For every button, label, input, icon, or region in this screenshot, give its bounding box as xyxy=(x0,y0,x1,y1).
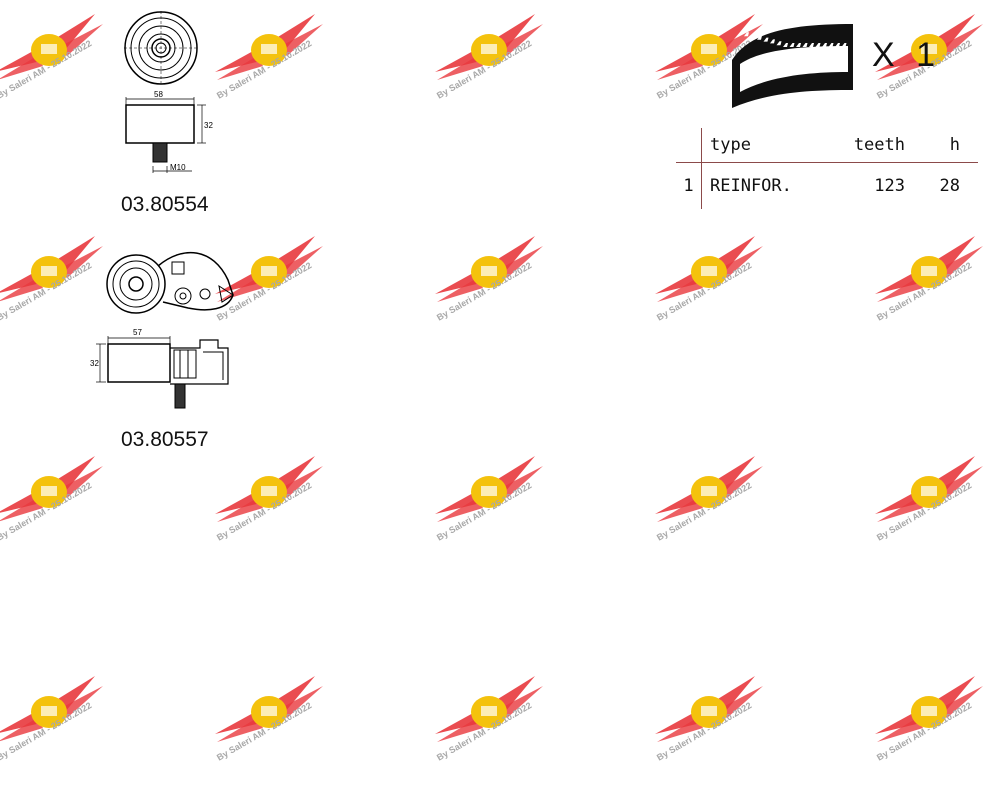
part-number-1: 03.80554 xyxy=(121,193,209,216)
winged-badge-icon xyxy=(0,236,103,302)
timing-belt-image xyxy=(732,24,853,108)
watermark-logo: By Saleri AM - 25.10.2022 xyxy=(435,10,565,130)
watermark-logo: By Saleri AM - 25.10.2022 xyxy=(655,452,785,572)
idler-pulley-drawing: 58 32 M10 xyxy=(124,11,213,173)
winged-badge-icon xyxy=(655,456,763,522)
winged-badge-icon xyxy=(875,676,983,742)
winged-badge-icon xyxy=(435,456,543,522)
watermark-logo: By Saleri AM - 25.10.2022 xyxy=(655,232,785,352)
table-header-row: type teeth h xyxy=(676,128,978,163)
row-index: 1 xyxy=(676,162,702,209)
winged-badge-icon xyxy=(215,456,323,522)
header-h: h xyxy=(905,128,978,163)
table-row: 1 REINFOR. 123 28 xyxy=(676,162,978,209)
winged-badge-icon xyxy=(875,14,983,80)
quantity-label: X 1 xyxy=(872,36,942,74)
dim-height: 32 xyxy=(204,121,213,130)
winged-badge-icon xyxy=(875,456,983,522)
watermark-logo: By Saleri AM - 25.10.2022 xyxy=(215,672,345,792)
watermark-logo: By Saleri AM - 25.10.2022 xyxy=(875,10,999,130)
watermark-logo: By Saleri AM - 25.10.2022 xyxy=(875,452,999,572)
tensioner-drawing: 57 32 xyxy=(90,251,234,409)
watermark-logo: By Saleri AM - 25.10.2022 xyxy=(435,672,565,792)
winged-badge-icon xyxy=(655,236,763,302)
winged-badge-icon xyxy=(215,676,323,742)
watermark-logo: By Saleri AM - 25.10.2022 xyxy=(655,672,785,792)
watermark-logo: By Saleri AM - 25.10.2022 xyxy=(0,232,125,352)
row-h: 28 xyxy=(939,176,960,196)
header-index xyxy=(676,128,702,163)
winged-badge-icon xyxy=(435,676,543,742)
watermark-logo: By Saleri AM - 25.10.2022 xyxy=(0,672,125,792)
winged-badge-icon xyxy=(655,676,763,742)
watermark-logo: By Saleri AM - 25.10.2022 xyxy=(0,452,125,572)
watermark-logo: By Saleri AM - 25.10.2022 xyxy=(215,232,345,352)
winged-badge-icon xyxy=(215,14,323,80)
watermark-logo: By Saleri AM - 25.10.2022 xyxy=(435,452,565,572)
watermark-logo: By Saleri AM - 25.10.2022 xyxy=(655,10,785,130)
winged-badge-icon xyxy=(215,236,323,302)
dim-thread: M10 xyxy=(170,163,186,172)
winged-badge-icon xyxy=(435,14,543,80)
watermark-logo: By Saleri AM - 25.10.2022 xyxy=(0,10,125,130)
winged-badge-icon xyxy=(0,456,103,522)
header-teeth: teeth xyxy=(820,128,905,163)
dim-width: 58 xyxy=(154,90,163,99)
winged-badge-icon xyxy=(0,676,103,742)
watermark-logo: By Saleri AM - 25.10.2022 xyxy=(435,232,565,352)
watermark-logo: By Saleri AM - 25.10.2022 xyxy=(875,672,999,792)
watermark-logo: By Saleri AM - 25.10.2022 xyxy=(875,232,999,352)
part-number-2: 03.80557 xyxy=(121,428,209,451)
winged-badge-icon xyxy=(0,14,103,80)
row-type: REINFOR. xyxy=(710,176,792,196)
dim-width: 57 xyxy=(133,328,142,337)
winged-badge-icon xyxy=(655,14,763,80)
dim-height: 32 xyxy=(90,359,99,368)
watermark-logo: By Saleri AM - 25.10.2022 xyxy=(215,10,345,130)
belt-spec-table: type teeth h 1 REINFOR. 123 28 xyxy=(676,128,978,209)
winged-badge-icon xyxy=(875,236,983,302)
winged-badge-icon xyxy=(435,236,543,302)
watermark-logo: By Saleri AM - 25.10.2022 xyxy=(215,452,345,572)
header-type: type xyxy=(701,128,820,163)
row-teeth: 123 xyxy=(874,176,905,196)
